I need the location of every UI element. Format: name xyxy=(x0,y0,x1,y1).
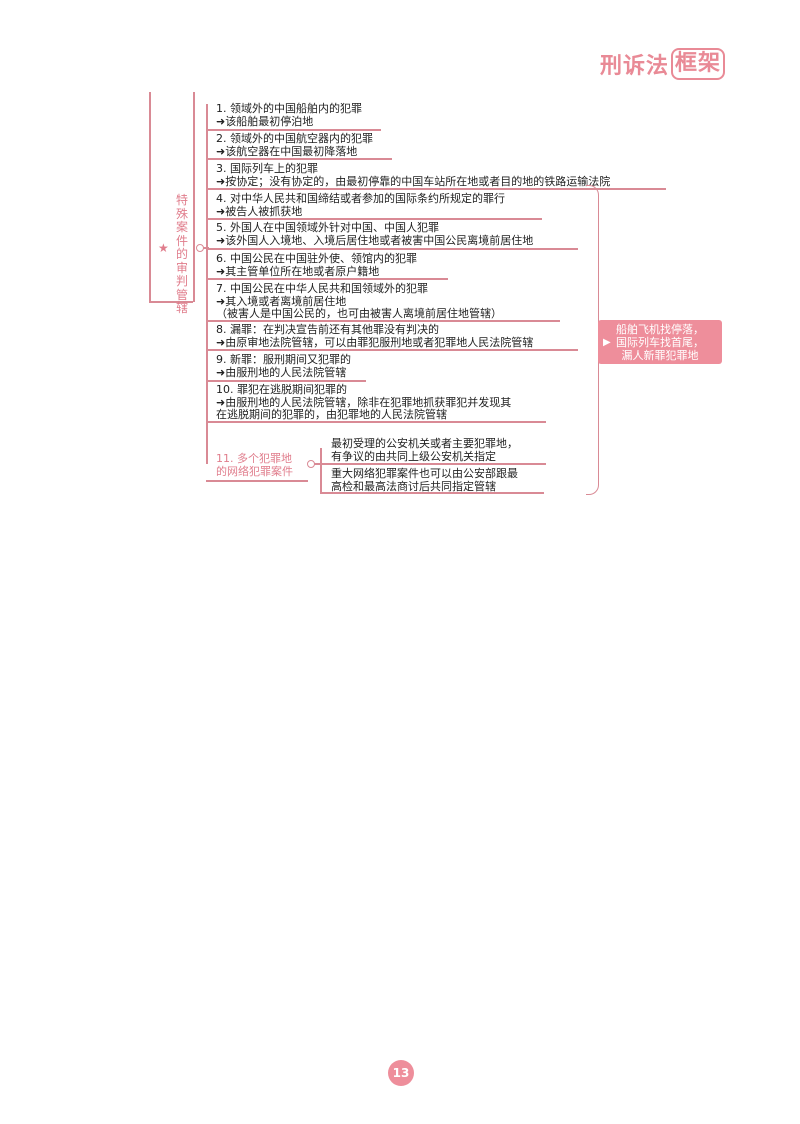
item-title: 3. 国际列车上的犯罪 xyxy=(216,162,318,175)
brand-box: 框架 xyxy=(671,48,726,80)
item-underline xyxy=(206,421,546,423)
items-stem xyxy=(206,104,208,464)
brand-prefix: 刑诉法 xyxy=(600,54,670,79)
list-item: 10. 罪犯在逃脱期间犯罪的 ➜由服刑地的人民法院管辖，除非在犯罪地抓获罪犯并发… xyxy=(216,383,512,422)
list-item: 2. 领域外的中国航空器内的犯罪 ➜该航空器在中国最初降落地 xyxy=(216,132,373,158)
item-underline xyxy=(206,129,381,131)
branch-label: 特殊案件的审判管辖 xyxy=(175,193,188,315)
page-number: 13 xyxy=(388,1060,414,1086)
sub-item-line: 有争议的由共同上级公安机关指定 xyxy=(331,450,496,463)
item-detail: ➜被告人被抓获地 xyxy=(216,204,303,218)
list-item: 7. 中国公民在中华人民共和国领域外的犯罪 ➜其入境或者离境前居住地 （被害人是… xyxy=(216,282,502,321)
branch-line xyxy=(193,92,195,302)
item-underline xyxy=(206,188,666,190)
trunk-foot xyxy=(149,301,193,303)
item-detail: ➜由原审地法院管辖，可以由罪犯服刑地或者犯罪地人民法院管辖 xyxy=(216,335,534,349)
sub-item-line: 高检和最高法商讨后共同指定管辖 xyxy=(331,480,496,493)
summary-box: ▶ 船舶飞机找停落， 国际列车找首尾， 漏人新罪犯罪地 xyxy=(598,320,722,364)
item-underline xyxy=(206,278,448,280)
item-title: 6. 中国公民在中国驻外使、领馆内的犯罪 xyxy=(216,252,417,265)
sub-item-line: 重大网络犯罪案件也可以由公安部跟最 xyxy=(331,467,518,480)
item-title: 5. 外国人在中国领域外针对中国、中国人犯罪 xyxy=(216,221,439,234)
list-item: 3. 国际列车上的犯罪 ➜按协定；没有协定的，由最初停靠的中国车站所在地或者目的… xyxy=(216,162,611,188)
list-item: 6. 中国公民在中国驻外使、领馆内的犯罪 ➜其主管单位所在地或者原户籍地 xyxy=(216,252,417,278)
list-item: 9. 新罪：服刑期间又犯罪的 ➜由服刑地的人民法院管辖 xyxy=(216,353,351,379)
list-item: 4. 对中华人民共和国缔结或者参加的国际条约所规定的罪行 ➜被告人被抓获地 xyxy=(216,192,505,218)
item-11-underline xyxy=(206,480,308,482)
item-detail: ➜由服刑地的人民法院管辖 xyxy=(216,365,347,379)
item-underline xyxy=(206,320,560,322)
item-11-connector xyxy=(314,463,321,465)
item-note: 在逃脱期间的犯罪的，由犯罪地的人民法院管辖 xyxy=(216,408,447,421)
summary-line: 国际列车找首尾， xyxy=(616,335,704,349)
item-title: 4. 对中华人民共和国缔结或者参加的国际条约所规定的罪行 xyxy=(216,192,505,205)
item-detail: ➜由服刑地的人民法院管辖，除非在犯罪地抓获罪犯并发现其 xyxy=(216,395,512,409)
brand-logo: 刑诉法 框架 xyxy=(600,46,726,82)
item-detail: ➜该航空器在中国最初降落地 xyxy=(216,144,358,158)
item-title: 1. 领域外的中国船舶内的犯罪 xyxy=(216,102,362,115)
item-11-label-line: 的网络犯罪案件 xyxy=(216,465,293,478)
sub-item: 重大网络犯罪案件也可以由公安部跟最 高检和最高法商讨后共同指定管辖 xyxy=(331,467,518,493)
summary-line: 漏人新罪犯罪地 xyxy=(621,348,699,362)
item-detail: ➜该船舶最初停泊地 xyxy=(216,114,314,128)
item-underline xyxy=(206,158,392,160)
trunk-line xyxy=(149,92,151,302)
item-11-label-line: 11. 多个犯罪地 xyxy=(216,452,292,465)
item-note: （被害人是中国公民的，也可由被害人离境前居住地管辖） xyxy=(216,307,502,320)
star-icon: ★ xyxy=(158,241,169,255)
flag-icon: ▶ xyxy=(603,337,611,348)
item-detail: ➜其入境或者离境前居住地 xyxy=(216,294,347,308)
list-item: 1. 领域外的中国船舶内的犯罪 ➜该船舶最初停泊地 xyxy=(216,102,362,128)
branch-connector xyxy=(203,247,209,249)
list-item: 5. 外国人在中国领域外针对中国、中国人犯罪 ➜该外国人入境地、入境后居住地或者… xyxy=(216,221,534,247)
item-underline xyxy=(206,380,366,382)
summary-line: 船舶飞机找停落， xyxy=(616,322,704,336)
item-title: 7. 中国公民在中华人民共和国领域外的犯罪 xyxy=(216,282,428,295)
item-11-stem xyxy=(320,448,322,492)
sub-item-underline xyxy=(320,492,544,494)
item-11-label: 11. 多个犯罪地 的网络犯罪案件 xyxy=(216,452,293,478)
item-underline xyxy=(206,248,578,250)
item-underline xyxy=(206,218,542,220)
item-title: 10. 罪犯在逃脱期间犯罪的 xyxy=(216,383,347,396)
item-underline xyxy=(206,349,578,351)
item-detail: ➜按协定；没有协定的，由最初停靠的中国车站所在地或者目的地的铁路运输法院 xyxy=(216,174,611,188)
sub-item: 最初受理的公安机关或者主要犯罪地， 有争议的由共同上级公安机关指定 xyxy=(331,437,518,463)
item-detail: ➜该外国人入境地、入境后居住地或者被害中国公民离境前居住地 xyxy=(216,233,534,247)
item-detail: ➜其主管单位所在地或者原户籍地 xyxy=(216,264,380,278)
sub-item-underline xyxy=(320,463,546,465)
item-title: 8. 漏罪：在判决宣告前还有其他罪没有判决的 xyxy=(216,323,439,336)
sub-item-line: 最初受理的公安机关或者主要犯罪地， xyxy=(331,437,518,450)
list-item: 8. 漏罪：在判决宣告前还有其他罪没有判决的 ➜由原审地法院管辖，可以由罪犯服刑… xyxy=(216,323,534,349)
item-title: 2. 领域外的中国航空器内的犯罪 xyxy=(216,132,373,145)
item-title: 9. 新罪：服刑期间又犯罪的 xyxy=(216,353,351,366)
